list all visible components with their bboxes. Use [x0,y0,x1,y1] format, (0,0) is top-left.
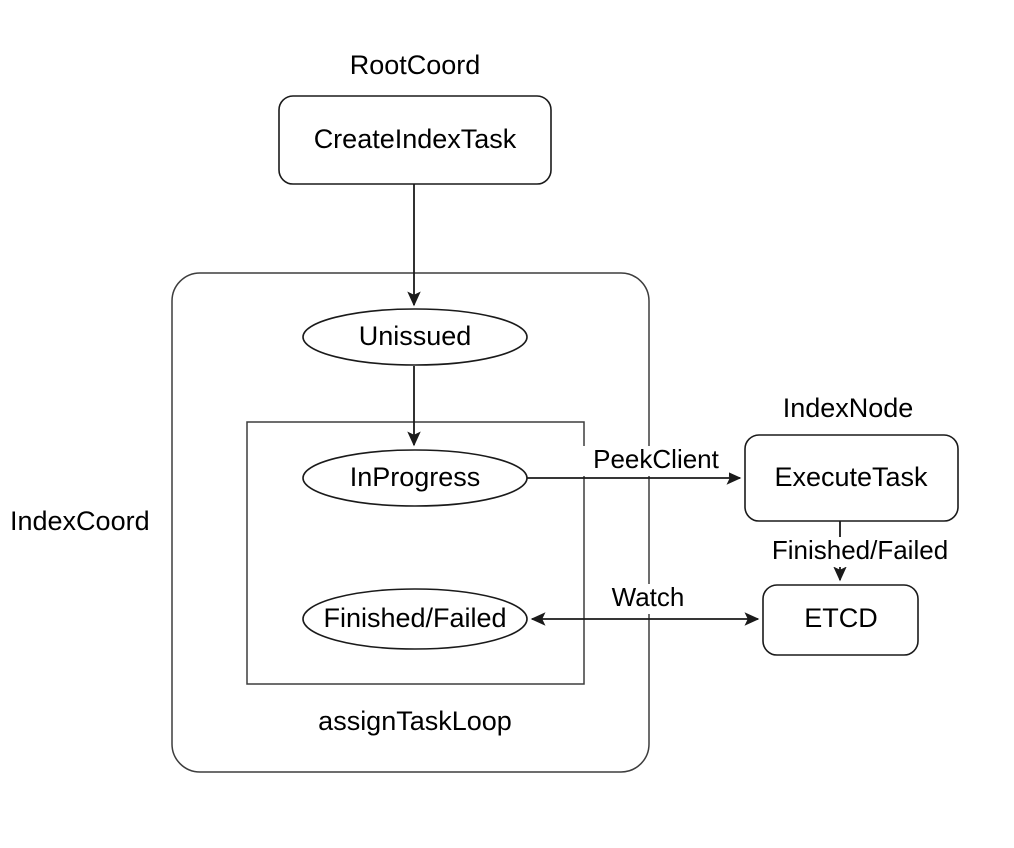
unissued-ellipse[interactable] [302,308,528,366]
group-assign-task-loop [246,421,585,685]
execute-to-etcd-label: Finished/Failed [772,535,948,565]
node-execute-task[interactable]: ExecuteTask [744,434,959,522]
execute-task-box[interactable] [744,434,959,522]
peekclient-label: PeekClient [593,444,720,474]
edge-label-finished-failed-group: Finished/Failed [757,535,964,567]
group-label-root-coord: RootCoord [350,50,481,80]
node-finished-failed[interactable]: Finished/Failed [302,588,528,650]
watch-label: Watch [612,582,685,612]
in-progress-ellipse[interactable] [302,449,528,507]
in-progress-label: InProgress [350,462,481,492]
etcd-label: ETCD [804,603,878,633]
create-index-task-label: CreateIndexTask [314,124,517,154]
group-label-index-coord: IndexCoord [10,506,150,536]
execute-to-etcd-label-backing [757,537,964,567]
node-etcd[interactable]: ETCD [762,584,919,656]
unissued-label: Unissued [359,321,472,351]
execute-task-label: ExecuteTask [774,462,928,492]
group-label-index-node: IndexNode [783,393,914,423]
edge-label-watch-group: Watch [604,582,693,614]
node-in-progress[interactable]: InProgress [302,449,528,507]
group-index-coord [171,272,650,773]
assign-task-loop-boundary [246,421,585,685]
etcd-box[interactable] [762,584,919,656]
finished-failed-ellipse[interactable] [302,588,528,650]
node-unissued[interactable]: Unissued [302,308,528,366]
watch-label-backing [604,584,693,614]
group-label-assign-task-loop: assignTaskLoop [318,706,512,736]
create-index-task-box[interactable] [278,95,552,185]
index-coord-boundary [171,272,650,773]
finished-failed-label: Finished/Failed [323,603,506,633]
node-create-index-task[interactable]: CreateIndexTask [278,95,552,185]
peekclient-label-backing [583,446,729,476]
edge-label-peekclient-group: PeekClient [583,444,729,476]
